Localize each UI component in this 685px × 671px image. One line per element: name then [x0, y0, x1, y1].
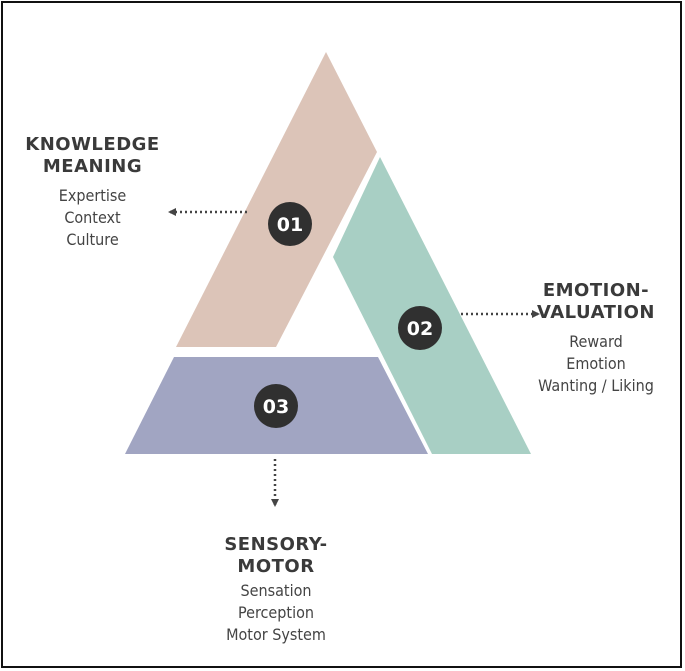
- label-emotion-valuation: EMOTION- VALUATION Reward Emotion Wantin…: [522, 280, 670, 397]
- segment-emotion: [333, 157, 531, 454]
- emotion-item-emotion: Emotion: [566, 354, 626, 373]
- label-knowledge-meaning: KNOWLEDGE MEANING Expertise Context Cult…: [20, 134, 165, 251]
- sensory-title-line-1: SENSORY-: [224, 534, 328, 555]
- segment-knowledge: [176, 52, 377, 347]
- badge-01-label: 01: [277, 214, 303, 236]
- sensory-item-perception: Perception: [237, 603, 314, 622]
- badge-03: 03: [254, 384, 298, 428]
- knowledge-item-context: Context: [64, 208, 121, 227]
- sensory-item-motor-system: Motor System: [226, 625, 326, 644]
- knowledge-title-line-2: MEANING: [42, 156, 143, 177]
- knowledge-item-culture: Culture: [66, 230, 119, 249]
- badge-01: 01: [268, 202, 312, 246]
- emotion-item-reward: Reward: [569, 332, 623, 351]
- badge-02: 02: [398, 306, 442, 350]
- label-sensory-motor: SENSORY- MOTOR Sensation Perception Moto…: [196, 534, 356, 646]
- emotion-title-line-2: VALUATION: [537, 302, 655, 323]
- badge-03-label: 03: [263, 396, 289, 418]
- knowledge-title-line-1: KNOWLEDGE: [25, 134, 160, 155]
- sensory-item-sensation: Sensation: [240, 581, 312, 600]
- emotion-title-line-1: EMOTION-: [542, 280, 650, 301]
- sensory-title-line-2: MOTOR: [237, 556, 315, 577]
- badge-02-label: 02: [407, 318, 433, 340]
- emotion-item-wanting-liking: Wanting / Liking: [538, 376, 654, 395]
- knowledge-item-expertise: Expertise: [58, 186, 127, 205]
